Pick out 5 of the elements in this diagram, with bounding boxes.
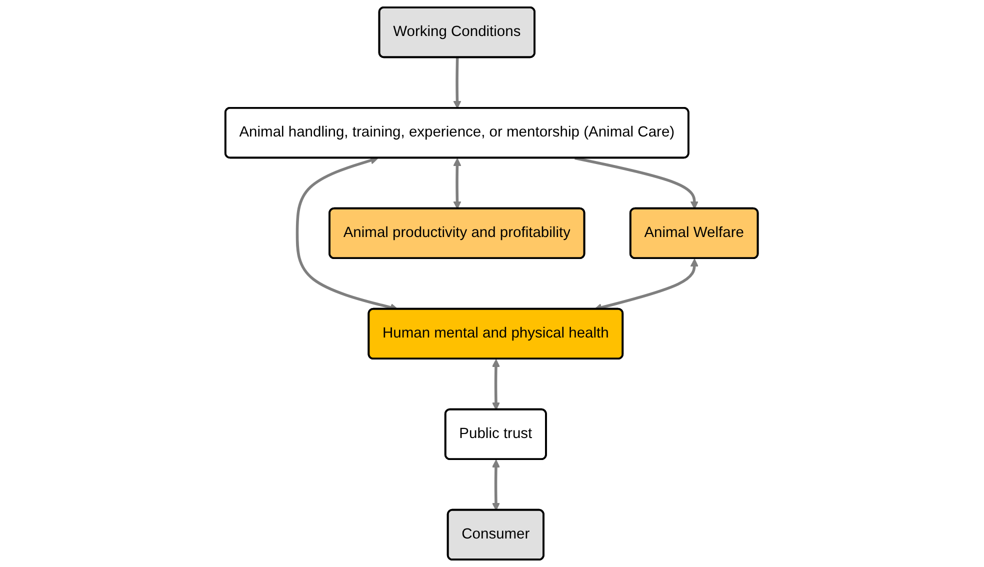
- arrow: [575, 156, 699, 210]
- arrow: [454, 158, 462, 210]
- arrow: [492, 460, 500, 511]
- arrow: [492, 359, 500, 410]
- arrow: [454, 58, 462, 109]
